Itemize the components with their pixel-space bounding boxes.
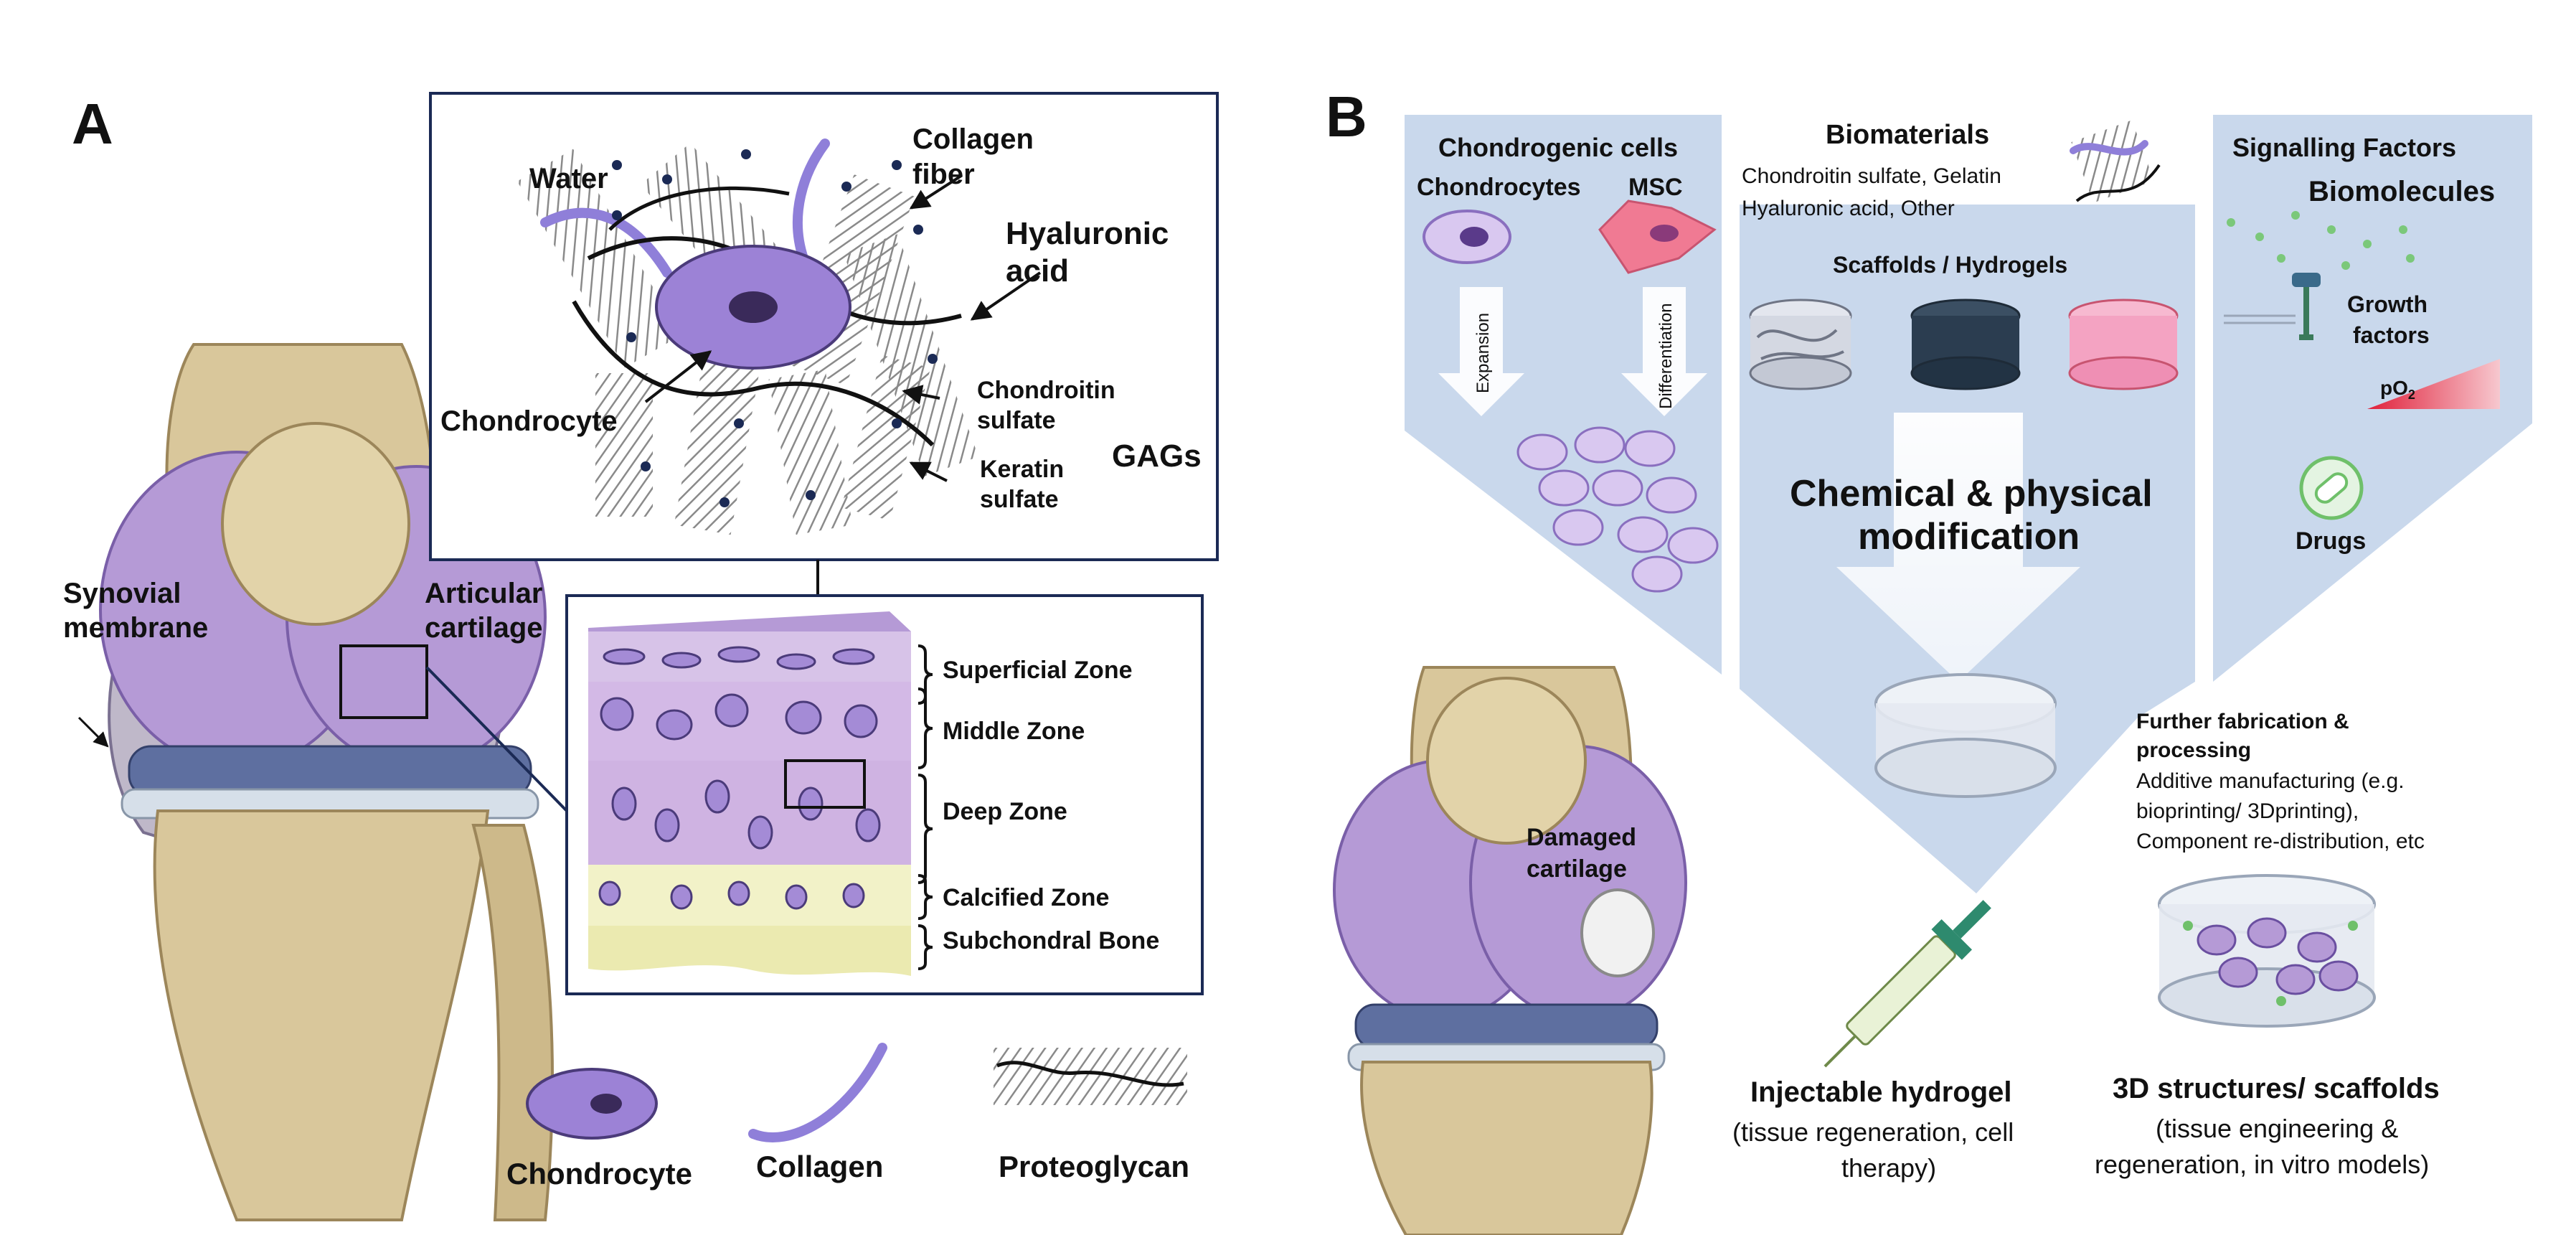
signalling-title: Signalling Factors (2232, 133, 2456, 162)
keratin-label-line1: Keratin (980, 456, 1064, 483)
damaged-label-line2: cartilage (1527, 855, 1627, 883)
panel-a-letter: A (72, 92, 113, 156)
syringe-icon (1824, 900, 1991, 1068)
water-label: Water (529, 163, 608, 194)
growth-factors-line2: factors (2353, 322, 2430, 348)
scaffold-network-icon (1749, 299, 1852, 390)
collagen-fiber-label-line2: fiber (912, 159, 975, 190)
articular-label-line2: cartilage (425, 612, 543, 644)
articular-label-line1: Articular (425, 578, 543, 609)
biomaterials-title: Biomaterials (1826, 120, 1989, 150)
chondrocyte-inset-label: Chondrocyte (440, 405, 618, 437)
biomolecules-label: Biomolecules (2308, 176, 2495, 207)
chondroitin-label-line1: Chondroitin (977, 377, 1115, 404)
biomaterial-fiber-icon (2070, 120, 2161, 203)
matrix-inset (429, 92, 1219, 782)
biomaterials-line1: Chondroitin sulfate, Gelatin (1742, 164, 2001, 188)
structures-sub2: regeneration, in vitro models) (2095, 1150, 2429, 1179)
injectable-title: Injectable hydrogel (1750, 1076, 2012, 1108)
hydrogel-disc-icon (1874, 673, 2057, 798)
scaffolds-hydrogels-label: Scaffolds / Hydrogels (1833, 252, 2067, 278)
po2-gradient-icon (2367, 359, 2500, 409)
fabrication-line1: Additive manufacturing (e.g. (2136, 769, 2405, 793)
structures-sub1: (tissue engineering & (2156, 1114, 2398, 1143)
fabrication-line2: bioprinting/ 3Dprinting), (2136, 799, 2359, 823)
fabrication-line3: Component re-distribution, etc (2136, 830, 2425, 853)
msc-label: MSC (1628, 174, 1683, 201)
zone-subchondral: Subchondral Bone (943, 927, 1159, 954)
zone-middle: Middle Zone (943, 718, 1085, 745)
injectable-sub1: (tissue regeneration, cell (1732, 1117, 2014, 1147)
chondrogenic-column (1405, 115, 1722, 675)
chondroitin-label-line2: sulfate (977, 407, 1056, 434)
fabrication-title-line1: Further fabrication & (2136, 710, 2349, 733)
injectable-sub2: therapy) (1841, 1153, 1936, 1183)
fabrication-title-line2: processing (2136, 738, 2251, 762)
cartilage-zones-inset (565, 594, 1204, 995)
drugs-label: Drugs (2296, 527, 2366, 555)
hyaluronic-label-line1: Hyaluronic (1006, 216, 1169, 251)
modification-label-line2: modification (1858, 516, 2080, 558)
chondrogenic-title: Chondrogenic cells (1438, 133, 1678, 162)
scaffold-column (1740, 205, 2195, 893)
modification-arrow (1836, 413, 2080, 682)
structures-title: 3D structures/ scaffolds (2113, 1073, 2440, 1104)
po2-subscript: 2 (2408, 388, 2415, 402)
damaged-label-line1: Damaged (1527, 824, 1636, 851)
po2-text: pO (2380, 377, 2408, 399)
synovial-label-line2: membrane (63, 612, 208, 644)
knee-illustration-a (77, 343, 568, 1221)
modification-label-line1: Chemical & physical (1790, 473, 2153, 515)
synovial-label-line1: Synovial (63, 578, 181, 609)
legend-chondrocyte-label: Chondrocyte (506, 1157, 692, 1191)
knee-illustration-b (1333, 666, 1687, 1235)
hyaluronic-label-line2: acid (1006, 253, 1069, 288)
legend-a (526, 1043, 1187, 1142)
scaffold-hydrogel-icon (2068, 299, 2179, 390)
signalling-column (2213, 115, 2532, 682)
differentiation-label: Differentiation (1656, 303, 1676, 409)
collagen-fiber-label-line1: Collagen (912, 123, 1034, 155)
keratin-label-line2: sulfate (980, 486, 1059, 513)
legend-collagen-label: Collagen (756, 1150, 883, 1183)
damaged-cartilage-spot (1580, 888, 1655, 977)
zoom-box-a (339, 644, 428, 719)
expansion-label: Expansion (1473, 313, 1493, 393)
chondrocytes-label: Chondrocytes (1417, 174, 1581, 201)
scaffold-porous-icon (1910, 299, 2021, 390)
biomaterials-line2: Hyaluronic acid, Other (1742, 197, 1955, 220)
gags-label: GAGs (1112, 438, 1202, 474)
po2-label: pO2 (2380, 377, 2415, 402)
legend-collagen-icon (748, 1043, 887, 1142)
zone-deep: Deep Zone (943, 798, 1067, 825)
zone-superficial: Superficial Zone (943, 657, 1133, 684)
zone-calcified: Calcified Zone (943, 884, 1109, 911)
panel-b-letter: B (1326, 85, 1367, 149)
growth-factors-line1: Growth (2347, 291, 2428, 317)
scaffold-3d-icon (2158, 874, 2376, 1028)
legend-proteoglycan-icon (994, 1048, 1187, 1105)
legend-proteoglycan-label: Proteoglycan (999, 1150, 1189, 1183)
